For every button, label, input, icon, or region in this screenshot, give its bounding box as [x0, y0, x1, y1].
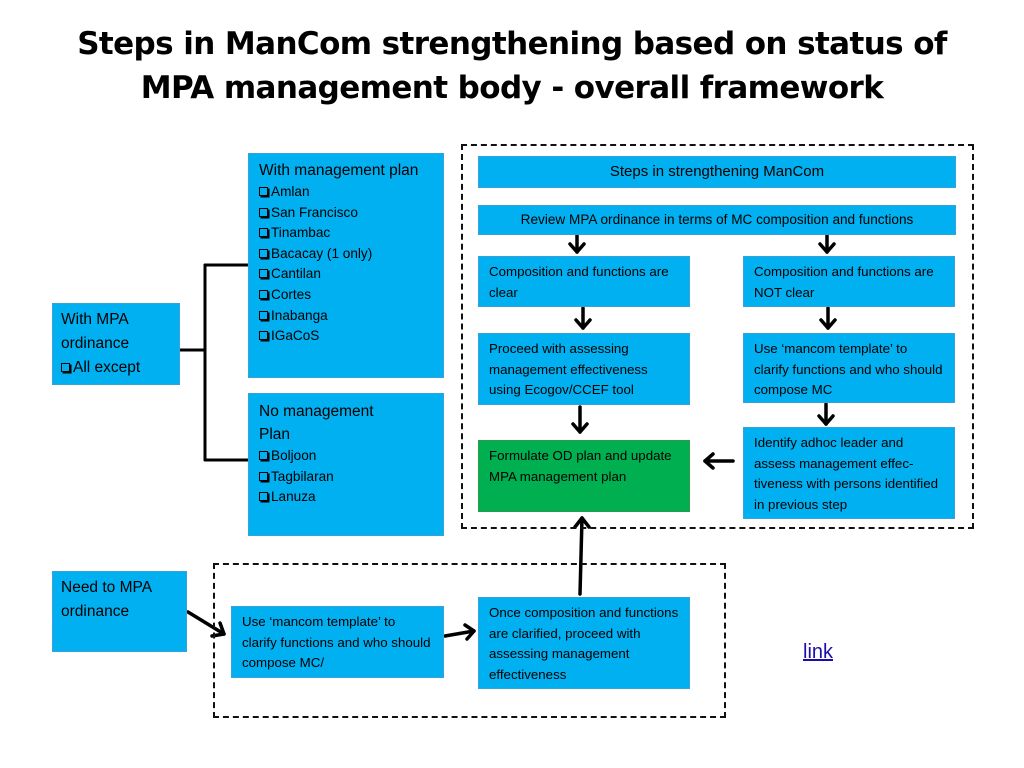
review-ordinance-box: Review MPA ordinance in terms of MC comp…: [478, 205, 956, 235]
with-mpa-ordinance-box: With MPA ordinance All except: [52, 303, 180, 385]
list-item: San Francisco: [259, 203, 433, 224]
list-item: Cortes: [259, 285, 433, 306]
bottom-mancom-template-label: Use ‘mancom template’ to clarify functio…: [242, 614, 431, 670]
identify-adhoc-leader-label: Identify adhoc leader and assess managem…: [754, 435, 939, 512]
checkbox-icon: [259, 492, 268, 502]
with-ordinance-line-1: With MPA: [61, 311, 129, 328]
list-item-label: Tinambac: [271, 225, 331, 241]
list-item-label: IGaCoS: [271, 328, 320, 344]
list-item-label: Boljoon: [271, 448, 317, 463]
with-ordinance-item: All except: [61, 356, 171, 380]
no-plan-heading-line-2: Plan: [259, 426, 291, 443]
list-item-label: Amlan: [271, 184, 310, 199]
with-plan-list: Amlan San Francisco Tinambac Bacacay (1 …: [259, 182, 433, 347]
composition-not-clear-box: Composition and functions are NOT clear: [743, 256, 955, 307]
once-clarified-label: Once composition and functions are clari…: [489, 605, 679, 682]
no-management-plan-box: No management Plan Boljoon Tagbilaran La…: [248, 393, 444, 536]
checkbox-icon: [259, 248, 268, 258]
composition-clear-box: Composition and functions are clear: [478, 256, 690, 307]
list-item-label: Tagbilaran: [271, 468, 334, 484]
formulate-od-plan-box: Formulate OD plan and update MPA managem…: [478, 440, 690, 512]
steps-header-box: Steps in strengthening ManCom: [478, 156, 956, 188]
checkbox-icon: [259, 471, 268, 481]
steps-dashed-frame: [461, 144, 974, 529]
checkbox-icon: [259, 310, 268, 320]
list-item: Amlan: [259, 182, 433, 203]
need-mpa-ordinance-box: Need to MPA ordinance: [52, 571, 187, 652]
list-item-label: Cantilan: [271, 266, 321, 282]
list-item: Boljoon: [259, 446, 433, 467]
once-clarified-box: Once composition and functions are clari…: [478, 597, 690, 689]
list-item: IGaCoS: [259, 326, 433, 347]
formulate-od-plan-label: Formulate OD plan and update MPA managem…: [489, 448, 672, 484]
checkbox-icon: [259, 269, 268, 279]
use-mancom-template-label: Use ‘mancom template’ to clarify functio…: [754, 341, 943, 397]
list-item: Cantilan: [259, 264, 433, 285]
list-item: Lanuza: [259, 487, 433, 508]
list-item: Tinambac: [259, 223, 433, 244]
checkbox-icon: [259, 187, 268, 196]
bottom-mancom-template-box: Use ‘mancom template’ to clarify functio…: [231, 606, 444, 678]
list-item-label: Bacacay (1 only): [271, 245, 373, 261]
list-item-label: Cortes: [271, 286, 312, 302]
list-item-label: Inabanga: [271, 307, 328, 323]
composition-not-clear-label: Composition and functions are NOT clear: [754, 264, 934, 300]
link[interactable]: link: [803, 641, 834, 663]
with-ordinance-item-label: All except: [73, 359, 141, 376]
assess-effectiveness-label: Proceed with assessing management effect…: [489, 341, 648, 397]
checkbox-icon: [259, 207, 268, 217]
list-item: Tagbilaran: [259, 467, 433, 488]
assess-effectiveness-box: Proceed with assessing management effect…: [478, 333, 690, 405]
steps-header-label: Steps in strengthening ManCom: [609, 163, 825, 180]
page-title: Steps in ManCom strengthening based on s…: [0, 22, 1024, 110]
checkbox-icon: [259, 451, 268, 460]
composition-clear-label: Composition and functions are clear: [489, 264, 669, 300]
with-ordinance-line-2: ordinance: [61, 335, 130, 352]
no-plan-list: Boljoon Tagbilaran Lanuza: [259, 446, 433, 508]
list-item-label: Lanuza: [271, 489, 316, 505]
list-item: Inabanga: [259, 306, 433, 327]
with-management-plan-box: With management plan Amlan San Francisco…: [248, 153, 444, 378]
checkbox-icon: [259, 228, 268, 238]
identify-adhoc-leader-box: Identify adhoc leader and assess managem…: [743, 427, 955, 519]
list-item-label: San Francisco: [271, 204, 358, 220]
checkbox-icon: [259, 289, 268, 299]
review-ordinance-label: Review MPA ordinance in terms of MC comp…: [520, 212, 914, 227]
no-plan-heading-line-1: No management: [259, 403, 374, 420]
checkbox-icon: [259, 331, 268, 341]
title-line-1: Steps in ManCom strengthening based on s…: [77, 26, 947, 62]
list-item: Bacacay (1 only): [259, 244, 433, 265]
need-ordinance-label: Need to MPA ordinance: [61, 579, 152, 620]
title-line-2: MPA management body - overall framework: [140, 70, 884, 106]
with-plan-heading: With management plan: [259, 162, 419, 179]
use-mancom-template-box: Use ‘mancom template’ to clarify functio…: [743, 333, 955, 403]
bottom-dashed-frame: [213, 563, 726, 718]
checkbox-icon: [61, 363, 70, 372]
